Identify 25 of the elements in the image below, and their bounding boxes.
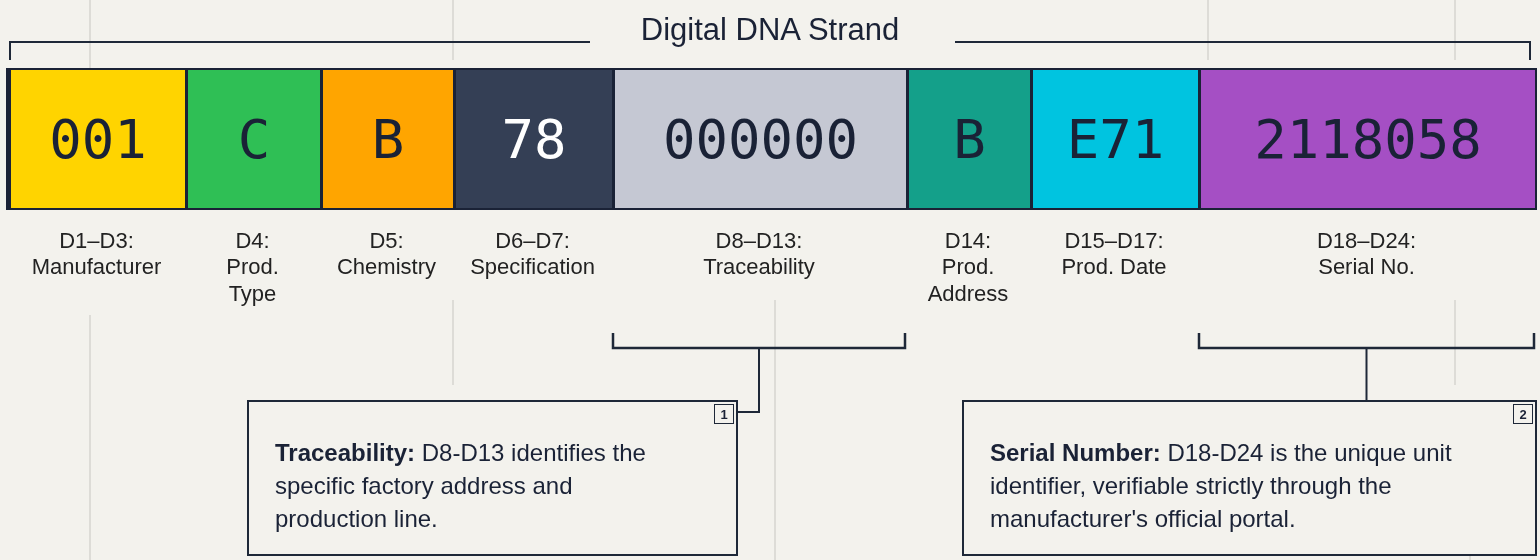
strand-segment: E71 [1030, 70, 1198, 208]
strand-segment: B [320, 70, 453, 208]
segment-label: D1–D3: Manufacturer [30, 228, 163, 281]
strand-segment: C [185, 70, 320, 208]
segment-label: D15–D17: Prod. Date [1060, 228, 1168, 281]
callout-text: Serial Number: D18-D24 is the unique unit identifier, verifiable strictly through the manufacturer's official portal. [990, 438, 1453, 535]
callout-box [962, 400, 1537, 556]
segment-label: D6–D7: Specification [469, 228, 596, 281]
connector-line [1365, 348, 1368, 401]
segment-label: D5: Chemistry [336, 228, 437, 281]
segment-label: D14: Prod. Address [926, 228, 1010, 308]
callout-text: Traceability: D8-D13 identifies the specific factory address and production line. [275, 438, 647, 535]
strand-segment: 2118058 [1198, 70, 1535, 208]
callout-number: 1 [714, 404, 734, 424]
strand-segment: 000000 [612, 70, 906, 208]
strand-segment: B [906, 70, 1030, 208]
segment-label: D4: Prod. Type [225, 228, 280, 308]
callout-number: 2 [1513, 404, 1533, 424]
callout-box [247, 400, 738, 556]
diagram-title: Digital DNA Strand [639, 12, 901, 48]
connector-line [737, 348, 760, 413]
strand-segment: 001 [8, 70, 185, 208]
strand-segment: 78 [453, 70, 612, 208]
segment-label: D8–D13: Traceability [702, 228, 816, 281]
segment-label: D18–D24: Serial No. [1315, 228, 1418, 281]
